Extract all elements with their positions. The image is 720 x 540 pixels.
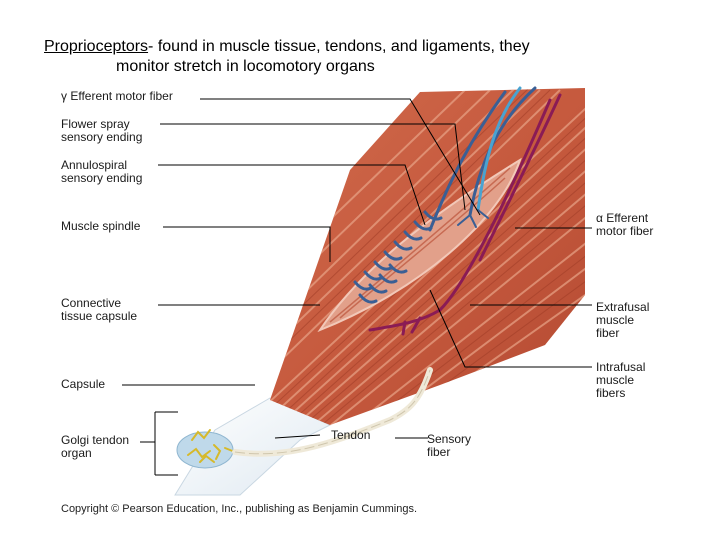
label-muscle-spindle: Muscle spindle bbox=[61, 219, 141, 233]
label-gamma-efferent: γ Efferent motor fiber bbox=[61, 89, 173, 103]
label-golgi-tendon-organ: Golgi tendon organ bbox=[61, 433, 130, 460]
label-connective-capsule: Connective tissue capsule bbox=[61, 296, 138, 323]
leader-lines bbox=[122, 98, 592, 476]
intrafusal-fibers bbox=[329, 167, 511, 323]
muscle-striations bbox=[270, 88, 585, 425]
label-intrafusal: Intrafusal muscle fibers bbox=[596, 360, 646, 400]
title-text-line1: - found in muscle tissue, tendons, and l… bbox=[148, 38, 530, 55]
sensory-nerve-fibers bbox=[428, 86, 537, 232]
motor-nerve-fibers bbox=[368, 93, 562, 336]
title-term: Proprioceptors bbox=[44, 38, 149, 55]
label-alpha-efferent: α Efferent motor fiber bbox=[596, 211, 654, 238]
slide-title: Proprioceptors- found in muscle tissue, … bbox=[44, 37, 664, 77]
label-flower-spray: Flower spray sensory ending bbox=[61, 117, 143, 144]
label-annulospiral: Annulospiral sensory ending bbox=[61, 158, 143, 185]
label-sensory-fiber: Sensory fiber bbox=[427, 432, 472, 459]
title-text-line2: monitor stretch in locomotory organs bbox=[116, 58, 375, 75]
label-tendon: Tendon bbox=[331, 428, 371, 442]
label-capsule: Capsule bbox=[61, 377, 106, 391]
label-extrafusal: Extrafusal muscle fiber bbox=[596, 300, 650, 340]
copyright-notice: Copyright © Pearson Education, Inc., pub… bbox=[61, 503, 418, 515]
